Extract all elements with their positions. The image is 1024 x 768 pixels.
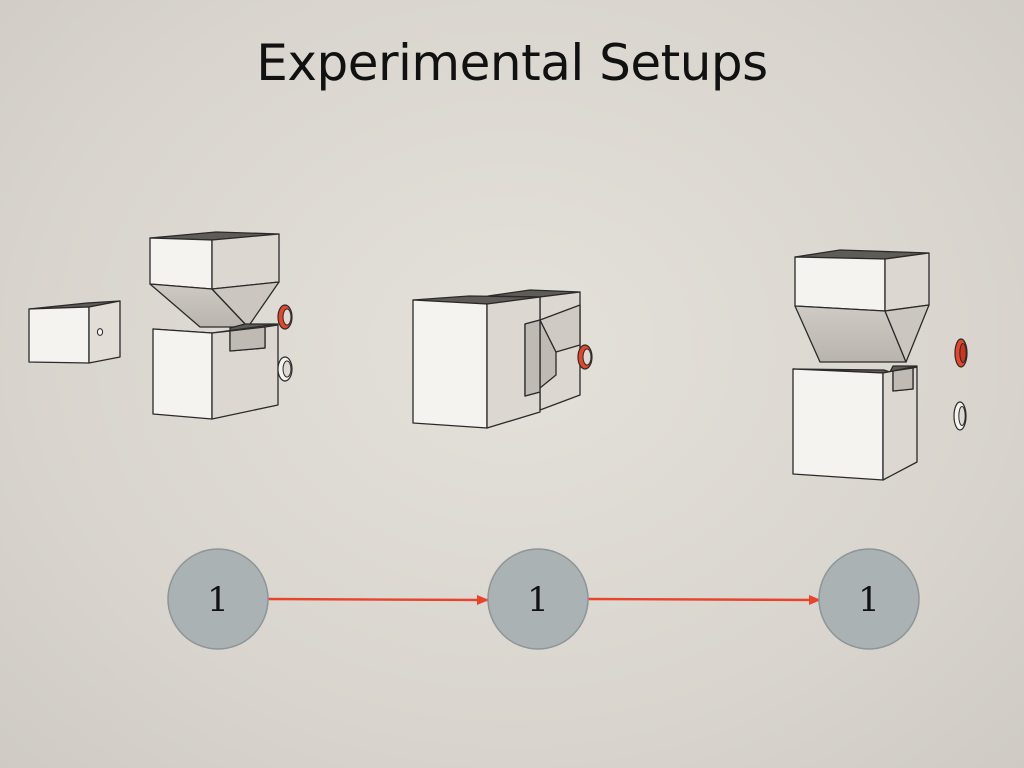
- node-label: 1: [858, 580, 880, 620]
- v-notch-block: [487, 289, 581, 411]
- red-ring-icon: [277, 304, 293, 330]
- node-label: 1: [527, 580, 549, 620]
- upper-funnel-block: [794, 249, 930, 363]
- slide-title: Experimental Setups: [256, 34, 768, 92]
- white-ring-icon: [277, 356, 293, 382]
- arrow-1-to-2: [267, 594, 489, 605]
- red-ring-icon: [577, 344, 593, 370]
- lower-slotted-block: [152, 323, 279, 420]
- upper-funnel-block: [149, 231, 280, 328]
- front-slotted-block: [412, 295, 541, 429]
- node-label: 1: [207, 580, 229, 620]
- setup-2: [412, 289, 593, 429]
- flow-node-3: 1: [818, 548, 920, 650]
- red-ring-icon: [954, 338, 968, 368]
- lower-slotted-block: [792, 365, 918, 481]
- setup-1: [28, 231, 293, 420]
- flow-node-2: 1: [487, 548, 589, 650]
- setup-3: [792, 249, 968, 481]
- arrow-2-to-3: [587, 594, 821, 605]
- flow-node-1: 1: [167, 548, 269, 650]
- white-ring-icon: [953, 401, 967, 431]
- small-cube: [28, 300, 121, 364]
